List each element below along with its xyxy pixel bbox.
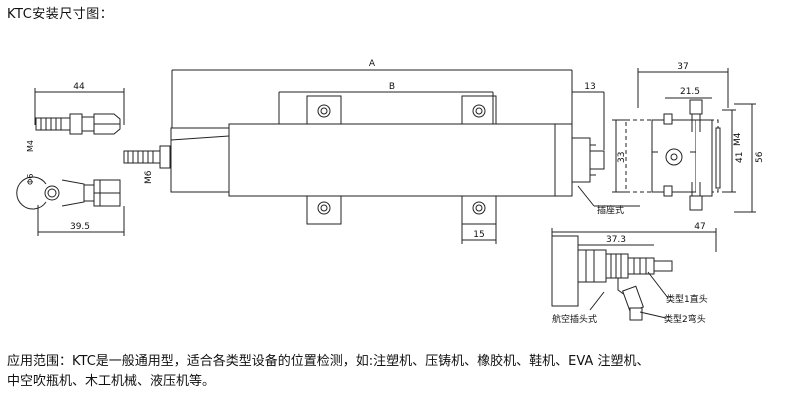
dimension-37-3-label: 37.3	[606, 235, 626, 245]
dimension-phi6-label: Φ6	[26, 174, 35, 185]
rod-end-detail: 39.5 Φ6	[16, 174, 125, 236]
dimension-33-label: 33	[617, 152, 627, 163]
dimension-m6-label: M6	[144, 170, 154, 184]
technical-drawing: A B 13 15 M6 插座式	[16, 59, 765, 325]
dimension-m4-label: M4	[26, 140, 35, 152]
dimension-56-label: 56	[755, 151, 765, 163]
plug-type-label: 插座式	[597, 204, 624, 216]
dimension-44-label: 44	[73, 82, 85, 92]
dimension-a: A	[171, 59, 573, 128]
dimension-13-label: 13	[584, 82, 595, 92]
dimension-41-label: 41	[735, 152, 745, 163]
page-title: KTC安装尺寸图：	[7, 7, 114, 22]
dimension-15-label: 15	[473, 230, 484, 240]
application-description: 应用范围：KTC是一般通用型，适合各类型设备的位置检测，如:注塑机、压铸机、橡胶…	[7, 352, 793, 392]
dimension-b-label: B	[389, 82, 395, 92]
dimension-15: 15	[461, 224, 497, 244]
type2-label: 类型2弯头	[664, 313, 706, 325]
bolt-detail: 44 M4	[26, 82, 125, 152]
dimension-m4-right-label: M4	[733, 132, 743, 146]
dimension-b: B	[278, 82, 494, 124]
dimension-37-label: 37	[677, 62, 688, 72]
description-line-2: 中空吹瓶机、木工机械、液压机等。	[7, 374, 216, 389]
main-sensor-body	[123, 95, 605, 225]
dimension-39-5-label: 39.5	[70, 222, 90, 232]
dimension-a-label: A	[369, 59, 376, 69]
plug-type-leader: 插座式	[577, 185, 640, 216]
end-view: 37 21.5	[612, 62, 765, 213]
aviation-plug-detail: 47 37.3 类型1直头	[551, 222, 717, 325]
description-line-1: 应用范围：KTC是一般通用型，适合各类型设备的位置检测，如:注塑机、压铸机、橡胶…	[7, 354, 650, 369]
dimension-21-5-label: 21.5	[680, 87, 700, 97]
dimension-47-label: 47	[694, 222, 705, 232]
aviation-plug-label: 航空插头式	[552, 313, 597, 325]
type1-label: 类型1直头	[666, 293, 708, 305]
dimension-13: 13	[572, 82, 605, 150]
